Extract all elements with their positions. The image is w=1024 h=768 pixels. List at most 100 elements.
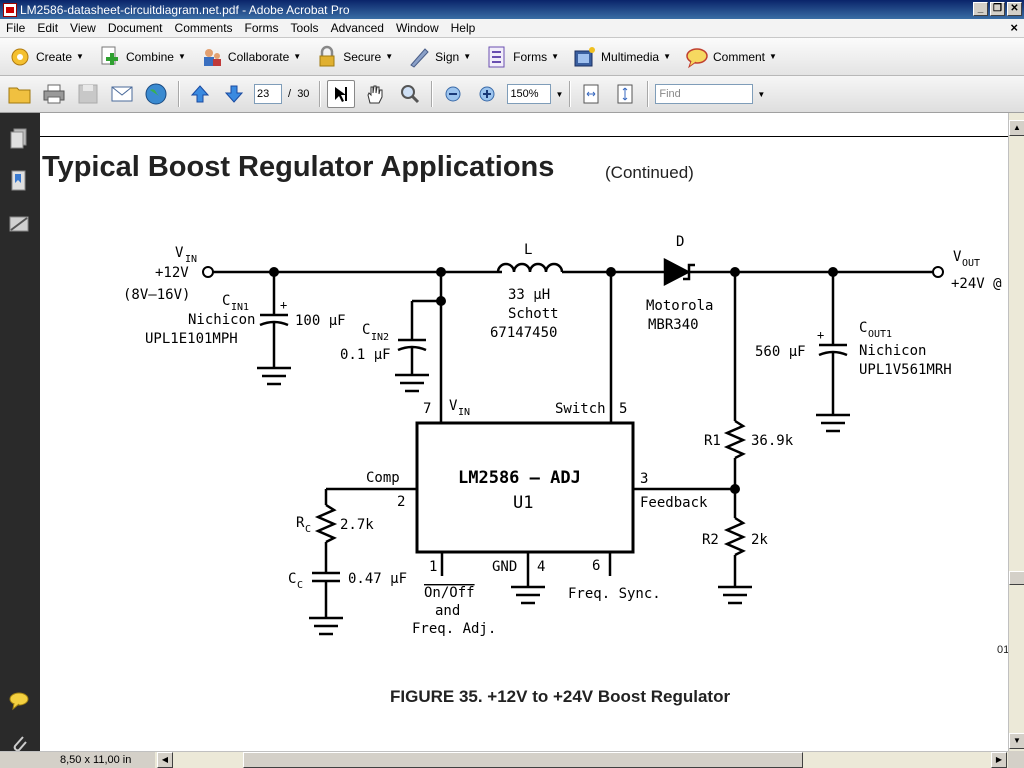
scroll-down-button[interactable]: ▼ bbox=[1009, 733, 1024, 749]
svg-text:1: 1 bbox=[429, 559, 437, 575]
svg-text:C: C bbox=[288, 571, 296, 587]
menu-window[interactable]: Window bbox=[395, 21, 439, 35]
print-button[interactable] bbox=[40, 80, 68, 108]
scroll-up-button[interactable]: ▲ bbox=[1009, 120, 1024, 136]
collaborate-icon bbox=[203, 48, 221, 66]
task-collaborate-label: Collaborate bbox=[227, 49, 290, 64]
menu-forms[interactable]: Forms bbox=[244, 21, 279, 35]
menu-comments[interactable]: Comments bbox=[174, 21, 233, 35]
find-dropdown-icon[interactable]: ▼ bbox=[757, 89, 766, 99]
create-icon bbox=[11, 48, 29, 65]
toolbar-separator bbox=[178, 81, 180, 107]
web-button[interactable] bbox=[142, 80, 170, 108]
svg-text:D: D bbox=[676, 234, 684, 250]
page-total: / 30 bbox=[288, 88, 310, 100]
next-page-button[interactable] bbox=[220, 80, 248, 108]
capacitor-cin2 bbox=[395, 272, 443, 423]
pages-icon[interactable] bbox=[8, 127, 30, 151]
page-total-count: 30 bbox=[297, 88, 310, 100]
svg-text:33 μH: 33 μH bbox=[508, 287, 550, 303]
title-bar: LM2586-datasheet-circuitdiagram.net.pdf … bbox=[0, 0, 1024, 19]
document-view[interactable]: Typical Boost Regulator Applications (Co… bbox=[40, 113, 1008, 751]
svg-text:+24V @: +24V @ bbox=[951, 276, 1002, 292]
svg-text:and: and bbox=[435, 603, 460, 619]
svg-text:UPL1E101MPH: UPL1E101MPH bbox=[145, 331, 238, 347]
section-heading-continued: (Continued) bbox=[605, 163, 694, 182]
fit-window-button[interactable] bbox=[611, 80, 639, 108]
close-button[interactable]: ✕ bbox=[1007, 2, 1022, 16]
menu-edit[interactable]: Edit bbox=[37, 21, 59, 35]
find-input[interactable]: Find bbox=[655, 84, 754, 104]
gnd-pin4 bbox=[511, 552, 545, 605]
open-button[interactable] bbox=[6, 80, 34, 108]
restore-button[interactable]: ❐ bbox=[990, 2, 1005, 16]
scroll-thumb[interactable] bbox=[1009, 571, 1024, 585]
task-comment[interactable]: Comment▼ bbox=[685, 45, 777, 69]
svg-text:C: C bbox=[222, 293, 230, 309]
vertical-scrollbar[interactable]: ▲ ▼ bbox=[1008, 113, 1024, 751]
lock-icon bbox=[319, 45, 335, 66]
svg-text:Feedback: Feedback bbox=[640, 495, 708, 511]
email-button[interactable] bbox=[108, 80, 136, 108]
scrolling-mode-button[interactable] bbox=[577, 80, 605, 108]
task-combine[interactable]: Combine▼ bbox=[98, 45, 186, 69]
toolbar-separator bbox=[319, 81, 322, 107]
svg-text:Switch: Switch bbox=[555, 401, 606, 417]
svg-text:+: + bbox=[280, 298, 287, 312]
toolbar-separator bbox=[569, 81, 572, 107]
task-sign[interactable]: Sign▼ bbox=[407, 45, 471, 69]
svg-text:R2: R2 bbox=[702, 532, 719, 548]
save-button[interactable] bbox=[74, 80, 102, 108]
svg-text:0.1 μF: 0.1 μF bbox=[340, 347, 391, 363]
horizontal-scrollbar[interactable]: ◀ ▶ bbox=[155, 751, 1008, 768]
menu-advanced[interactable]: Advanced bbox=[330, 21, 384, 35]
svg-text:(8V–16V): (8V–16V) bbox=[123, 287, 190, 303]
attachments-icon[interactable] bbox=[8, 731, 30, 755]
arrow-down-icon bbox=[224, 85, 244, 103]
form-icon bbox=[488, 46, 505, 67]
zoom-in-icon bbox=[479, 86, 495, 102]
svg-text:2: 2 bbox=[397, 494, 405, 510]
svg-text:Freq. Sync.: Freq. Sync. bbox=[568, 586, 661, 602]
zoom-dropdown-icon[interactable]: ▼ bbox=[555, 89, 564, 99]
task-forms[interactable]: Forms▼ bbox=[485, 45, 559, 69]
circuit-labels: V IN +12V (8V–16V) C IN1 Nichicon UPL1E1… bbox=[123, 234, 1002, 637]
hand-tool-button[interactable] bbox=[361, 80, 389, 108]
menu-file[interactable]: File bbox=[6, 21, 26, 35]
svg-text:MBR340: MBR340 bbox=[648, 317, 699, 333]
page-number-input[interactable]: 23 bbox=[254, 84, 282, 104]
figure-side-mark: 01 bbox=[997, 644, 1008, 656]
svg-text:6: 6 bbox=[592, 558, 600, 574]
task-secure[interactable]: Secure▼ bbox=[315, 45, 393, 69]
menu-view[interactable]: View bbox=[70, 21, 96, 35]
scroll-left-button[interactable]: ◀ bbox=[157, 752, 173, 768]
svg-text:+: + bbox=[817, 328, 824, 342]
svg-text:Comp: Comp bbox=[366, 470, 400, 486]
zoom-out-button[interactable] bbox=[439, 80, 467, 108]
scroll-right-button[interactable]: ▶ bbox=[991, 752, 1007, 768]
task-sign-label: Sign bbox=[435, 49, 460, 64]
signatures-icon[interactable] bbox=[8, 213, 30, 237]
menu-tools[interactable]: Tools bbox=[290, 21, 319, 35]
zoom-level-input[interactable]: 150% bbox=[507, 84, 552, 104]
svg-text:Nichicon: Nichicon bbox=[859, 343, 926, 359]
menu-document[interactable]: Document bbox=[107, 21, 163, 35]
menu-help[interactable]: Help bbox=[450, 21, 476, 35]
comments-panel-icon[interactable] bbox=[8, 689, 30, 713]
zoom-in-button[interactable] bbox=[473, 80, 501, 108]
select-tool-button[interactable] bbox=[327, 80, 356, 108]
marquee-zoom-button[interactable] bbox=[395, 80, 423, 108]
svg-text:IN: IN bbox=[458, 407, 470, 418]
task-collaborate[interactable]: Collaborate▼ bbox=[200, 45, 301, 69]
task-create[interactable]: Create▼ bbox=[8, 45, 84, 69]
bookmarks-icon[interactable] bbox=[8, 169, 30, 193]
tasks-toolbar: Create▼ Combine▼ Collaborate▼ Secure▼ Si… bbox=[0, 38, 1024, 76]
vin-rail bbox=[202, 266, 502, 278]
document-close-icon[interactable]: × bbox=[1010, 20, 1018, 35]
minimize-button[interactable]: _ bbox=[973, 2, 988, 16]
task-multimedia[interactable]: Multimedia▼ bbox=[573, 45, 671, 69]
arrow-up-icon bbox=[190, 85, 210, 103]
previous-page-button[interactable] bbox=[186, 80, 214, 108]
svg-text:100 μF: 100 μF bbox=[295, 313, 346, 329]
horizontal-scroll-thumb[interactable] bbox=[243, 752, 803, 768]
